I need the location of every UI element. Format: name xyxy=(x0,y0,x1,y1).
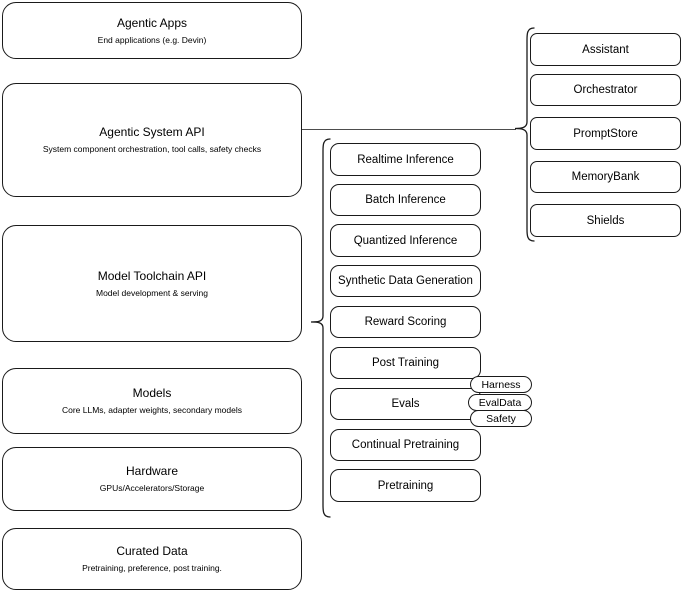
system-component-memorybank[interactable]: MemoryBank xyxy=(530,161,681,193)
layer-subtitle: System component orchestration, tool cal… xyxy=(42,144,262,154)
layer-title: Agentic Apps xyxy=(116,15,188,30)
capability-batch-inference[interactable]: Batch Inference xyxy=(330,184,481,216)
capability-label: Synthetic Data Generation xyxy=(338,275,473,287)
system-component-assistant[interactable]: Assistant xyxy=(530,33,681,66)
system-component-label: Assistant xyxy=(582,43,629,56)
capability-quantized-inference[interactable]: Quantized Inference xyxy=(330,224,481,257)
system-component-label: PromptStore xyxy=(573,127,638,140)
layer-title: Models xyxy=(132,386,172,400)
capability-post-training[interactable]: Post Training xyxy=(330,347,481,379)
layer-title: Hardware xyxy=(125,464,179,478)
layer-agentic-system-api[interactable]: Agentic System API System component orch… xyxy=(2,83,302,197)
layer-subtitle: GPUs/Accelerators/Storage xyxy=(99,483,205,493)
evals-pill-label: EvalData xyxy=(478,396,522,409)
capability-continual-pretraining[interactable]: Continual Pretraining xyxy=(330,429,481,461)
layer-subtitle: Model development & serving xyxy=(96,287,208,298)
capability-label: Realtime Inference xyxy=(357,153,454,166)
system-component-shields[interactable]: Shields xyxy=(530,204,681,237)
layer-agentic-apps[interactable]: Agentic Apps End applications (e.g. Devi… xyxy=(2,2,302,59)
system-component-label: Shields xyxy=(586,214,625,227)
layer-subtitle: Core LLMs, adapter weights, secondary mo… xyxy=(61,405,242,415)
layer-subtitle: Pretraining, preference, post training. xyxy=(82,563,222,573)
capability-label: Reward Scoring xyxy=(364,316,447,328)
layer-curated-data[interactable]: Curated Data Pretraining, preference, po… xyxy=(2,528,302,590)
capability-label: Evals xyxy=(391,398,420,410)
capability-label: Post Training xyxy=(371,357,440,369)
evals-pill-harness[interactable]: Harness xyxy=(470,376,532,393)
brace-toolchain-capabilities xyxy=(310,138,332,518)
evals-pill-safety[interactable]: Safety xyxy=(470,410,532,427)
capability-label: Pretraining xyxy=(377,479,434,492)
evals-pill-evaldata[interactable]: EvalData xyxy=(468,394,532,411)
capability-label: Continual Pretraining xyxy=(351,439,460,451)
evals-pill-label: Harness xyxy=(481,378,521,391)
capability-label: Batch Inference xyxy=(365,194,446,206)
capability-reward-scoring[interactable]: Reward Scoring xyxy=(330,306,481,338)
capability-synthetic-data-generation[interactable]: Synthetic Data Generation xyxy=(330,265,481,297)
system-component-label: Orchestrator xyxy=(573,84,638,96)
layer-models[interactable]: Models Core LLMs, adapter weights, secon… xyxy=(2,368,302,434)
capability-realtime-inference[interactable]: Realtime Inference xyxy=(330,143,481,176)
capability-pretraining[interactable]: Pretraining xyxy=(330,469,481,502)
layer-model-toolchain-api[interactable]: Model Toolchain API Model development & … xyxy=(2,225,302,342)
layer-title: Model Toolchain API xyxy=(97,268,207,283)
evals-pill-label: Safety xyxy=(486,412,516,425)
system-component-orchestrator[interactable]: Orchestrator xyxy=(530,74,681,106)
capability-evals[interactable]: Evals xyxy=(330,388,481,420)
capability-label: Quantized Inference xyxy=(353,234,458,247)
system-component-label: MemoryBank xyxy=(571,171,640,183)
layer-title: Curated Data xyxy=(116,544,188,558)
connector-system-api-to-components xyxy=(302,129,516,130)
layer-subtitle: End applications (e.g. Devin) xyxy=(97,34,207,45)
layer-hardware[interactable]: Hardware GPUs/Accelerators/Storage xyxy=(2,447,302,511)
layer-title: Agentic System API xyxy=(99,125,205,139)
system-component-promptstore[interactable]: PromptStore xyxy=(530,117,681,150)
